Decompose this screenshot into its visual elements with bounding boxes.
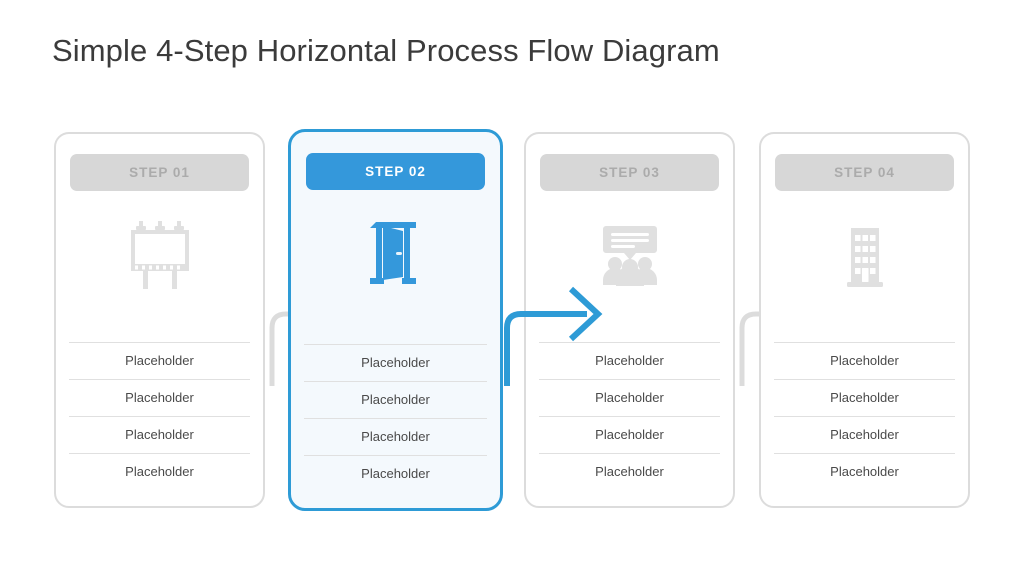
step-label-badge-2: STEP 02 (306, 153, 485, 190)
step-label-badge-3: STEP 03 (540, 154, 719, 191)
list-item[interactable]: Placeholder (539, 453, 720, 490)
office-building-icon (761, 212, 968, 298)
step-label-text-1: STEP 01 (129, 165, 190, 180)
list-item[interactable]: Placeholder (304, 381, 487, 418)
presentation-audience-icon (526, 212, 733, 298)
step-card-4[interactable]: STEP 04 (759, 132, 970, 508)
list-item[interactable]: Placeholder (539, 416, 720, 453)
list-item[interactable]: Placeholder (774, 416, 955, 453)
step-card-1[interactable]: STEP 01 (54, 132, 265, 508)
list-item[interactable]: Placeholder (304, 418, 487, 455)
list-item[interactable]: Placeholder (774, 379, 955, 416)
list-item[interactable]: Placeholder (304, 455, 487, 492)
list-item[interactable]: Placeholder (539, 342, 720, 379)
open-door-icon (291, 210, 500, 296)
placeholder-list-4: Placeholder Placeholder Placeholder Plac… (774, 342, 955, 490)
step-label-badge-1: STEP 01 (70, 154, 249, 191)
list-item[interactable]: Placeholder (304, 344, 487, 381)
list-item[interactable]: Placeholder (539, 379, 720, 416)
list-item[interactable]: Placeholder (774, 453, 955, 490)
step-label-text-3: STEP 03 (599, 165, 660, 180)
step-label-text-2: STEP 02 (365, 164, 426, 179)
placeholder-list-2: Placeholder Placeholder Placeholder Plac… (304, 344, 487, 492)
list-item[interactable]: Placeholder (774, 342, 955, 379)
page-title: Simple 4-Step Horizontal Process Flow Di… (52, 33, 720, 68)
step-label-badge-4: STEP 04 (775, 154, 954, 191)
placeholder-list-1: Placeholder Placeholder Placeholder Plac… (69, 342, 250, 490)
list-item[interactable]: Placeholder (69, 453, 250, 490)
billboard-icon (56, 212, 263, 298)
step-card-2[interactable]: STEP 02 Placeholder Placeholder Placehol… (288, 129, 503, 511)
placeholder-list-3: Placeholder Placeholder Placeholder Plac… (539, 342, 720, 490)
step-card-3[interactable]: STEP 03 (524, 132, 735, 508)
list-item[interactable]: Placeholder (69, 416, 250, 453)
arrow-step2-to-step3 (504, 286, 603, 386)
step-label-text-4: STEP 04 (834, 165, 895, 180)
list-item[interactable]: Placeholder (69, 379, 250, 416)
list-item[interactable]: Placeholder (69, 342, 250, 379)
